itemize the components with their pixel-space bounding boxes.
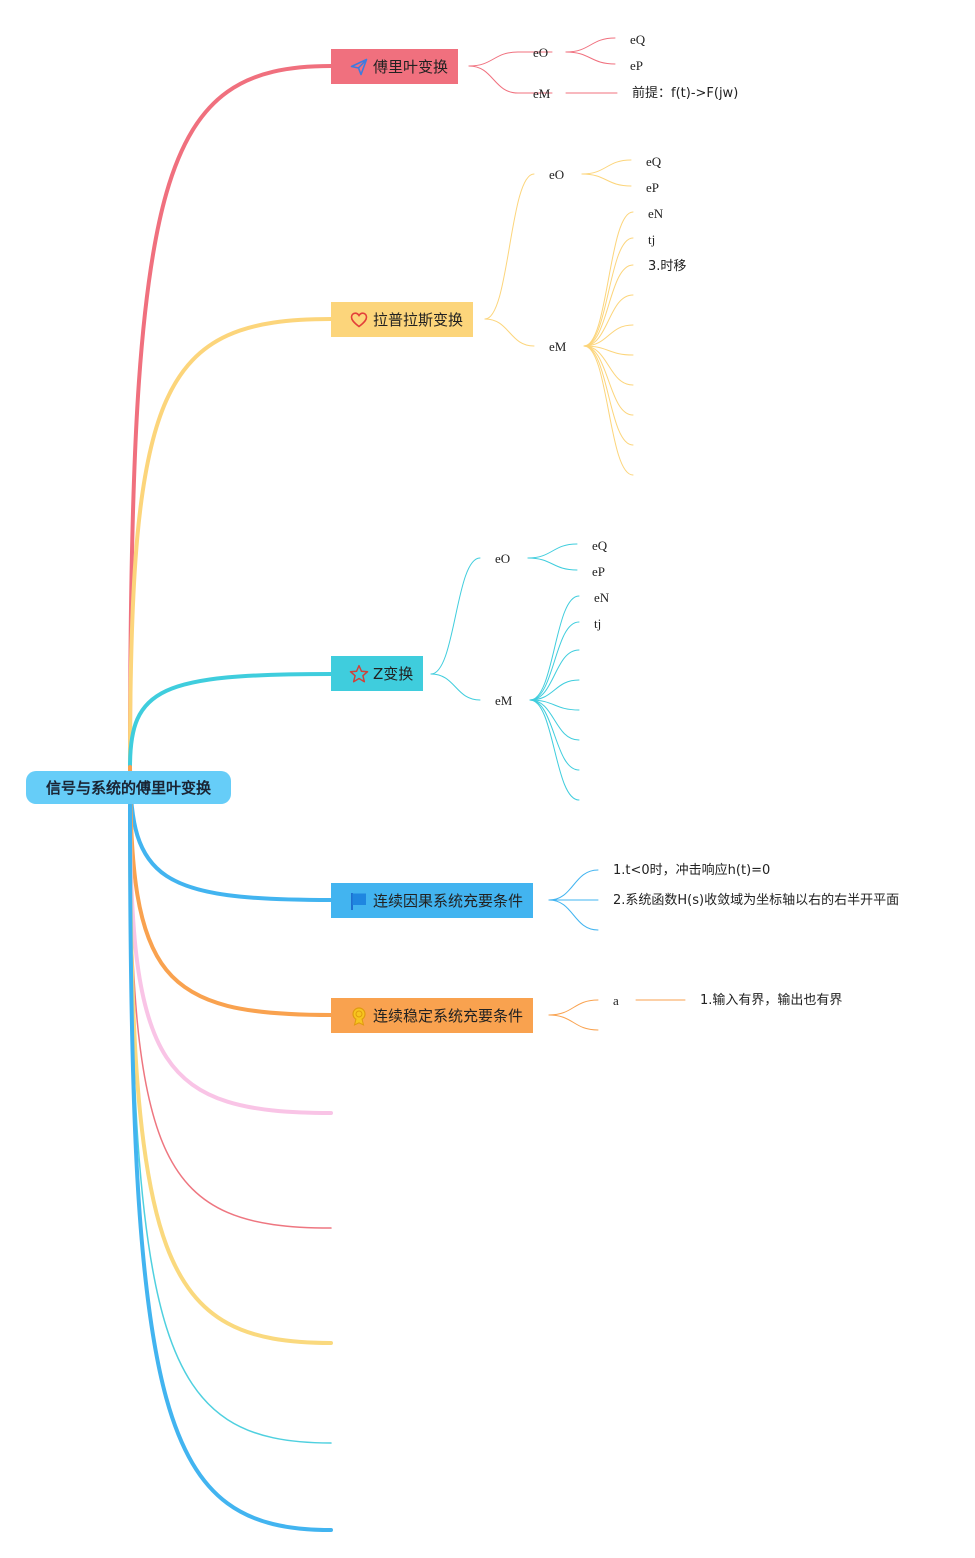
leaf-connector — [583, 211, 634, 347]
sub-connector — [484, 173, 535, 320]
node-causal-condition-2[interactable]: 2.系统函数H(s)收敛域为坐标轴以右的右半开平面 — [613, 893, 900, 908]
topic-label: 拉普拉斯变换 — [373, 311, 464, 329]
leaf-connector — [529, 649, 580, 701]
main-branch-connector — [128, 765, 333, 1017]
sub-connector — [548, 1014, 599, 1031]
sub-connector — [430, 673, 481, 701]
node-z-en[interactable]: eN — [594, 590, 610, 605]
medal-icon — [349, 1006, 369, 1026]
leaf-connector — [529, 699, 580, 741]
heart-icon — [349, 310, 369, 330]
leaf-connector — [583, 264, 634, 347]
leaf-connector — [583, 345, 634, 476]
node-causal-condition-1[interactable]: 1.t<0时，冲击响应h(t)=0 — [613, 863, 771, 878]
empty-branch-connector — [129, 804, 332, 1229]
sub-connector — [468, 51, 519, 67]
leaf-connector — [529, 699, 580, 801]
leaf-connector — [581, 159, 632, 175]
topic-z-transform[interactable]: Z变换 — [331, 656, 424, 691]
sub-connector — [548, 869, 599, 901]
leaf-connector — [529, 595, 580, 701]
node-fourier-eq[interactable]: eQ — [630, 32, 646, 47]
sub-connector — [468, 65, 519, 94]
node-laplace-en[interactable]: eN — [648, 206, 664, 221]
leaf-connector — [581, 173, 632, 187]
sub-connector — [430, 557, 481, 675]
star-icon — [349, 664, 369, 684]
leaf-connector — [565, 37, 616, 53]
node-stable-bounded[interactable]: 1.输入有界，输出也有界 — [700, 993, 843, 1008]
node-z-em[interactable]: eM — [495, 693, 513, 708]
topic-laplace-transform[interactable]: 拉普拉斯变换 — [331, 302, 474, 337]
leaf-connector — [583, 237, 634, 347]
sub-connector — [548, 999, 599, 1016]
leaf-connector — [527, 557, 578, 571]
leaf-connector — [583, 324, 634, 347]
node-z-eq[interactable]: eQ — [592, 538, 608, 553]
leaf-connector — [529, 621, 580, 701]
main-branch-connector — [128, 672, 333, 769]
node-laplace-ep[interactable]: eP — [646, 180, 659, 195]
topic-label: 傅里叶变换 — [373, 58, 449, 76]
empty-branch-connector — [128, 803, 333, 1532]
leaf-connector — [529, 679, 580, 701]
leaf-connector — [583, 345, 634, 446]
topic-label: Z变换 — [373, 665, 414, 683]
flag-icon — [349, 891, 369, 911]
leaf-connector — [527, 543, 578, 559]
leaf-connector — [529, 699, 580, 771]
main-branch-connector — [128, 317, 333, 769]
leaf-connector — [565, 51, 616, 65]
node-fourier-em[interactable]: eM — [533, 86, 551, 101]
node-laplace-tj[interactable]: tj — [648, 232, 656, 247]
paper-plane-icon — [349, 57, 369, 77]
node-fourier-ep[interactable]: eP — [630, 58, 643, 73]
node-laplace-time-shift[interactable]: 3.时移 — [648, 259, 687, 274]
node-fourier-eo[interactable]: eO — [533, 45, 549, 60]
topic-label: 连续稳定系统充要条件 — [373, 1007, 524, 1025]
topic-label: 连续因果系统充要条件 — [373, 892, 524, 910]
leaf-connector — [583, 345, 634, 416]
root-topic[interactable]: 信号与系统的傅里叶变换 — [26, 771, 231, 804]
topic-fourier-transform[interactable]: 傅里叶变换 — [331, 49, 459, 84]
node-laplace-em[interactable]: eM — [549, 339, 567, 354]
empty-branch-connector — [128, 803, 333, 1345]
sub-connector — [548, 899, 599, 931]
node-z-tj[interactable]: tj — [594, 616, 602, 631]
main-branch-connector — [128, 64, 333, 769]
node-fourier-premise[interactable]: 前提：f(t)->F(jw) — [632, 86, 739, 101]
node-laplace-eq[interactable]: eQ — [646, 154, 662, 169]
topic-causal-system-condition[interactable]: 连续因果系统充要条件 — [331, 883, 534, 918]
leaf-connector — [583, 294, 634, 347]
node-laplace-eo[interactable]: eO — [549, 167, 565, 182]
topic-stable-system-condition[interactable]: 连续稳定系统充要条件 — [331, 998, 534, 1033]
sub-connector — [484, 318, 535, 347]
leaf-connector — [583, 345, 634, 386]
node-z-ep[interactable]: eP — [592, 564, 605, 579]
node-z-eo[interactable]: eO — [495, 551, 511, 566]
node-stable-a[interactable]: a — [613, 993, 619, 1008]
